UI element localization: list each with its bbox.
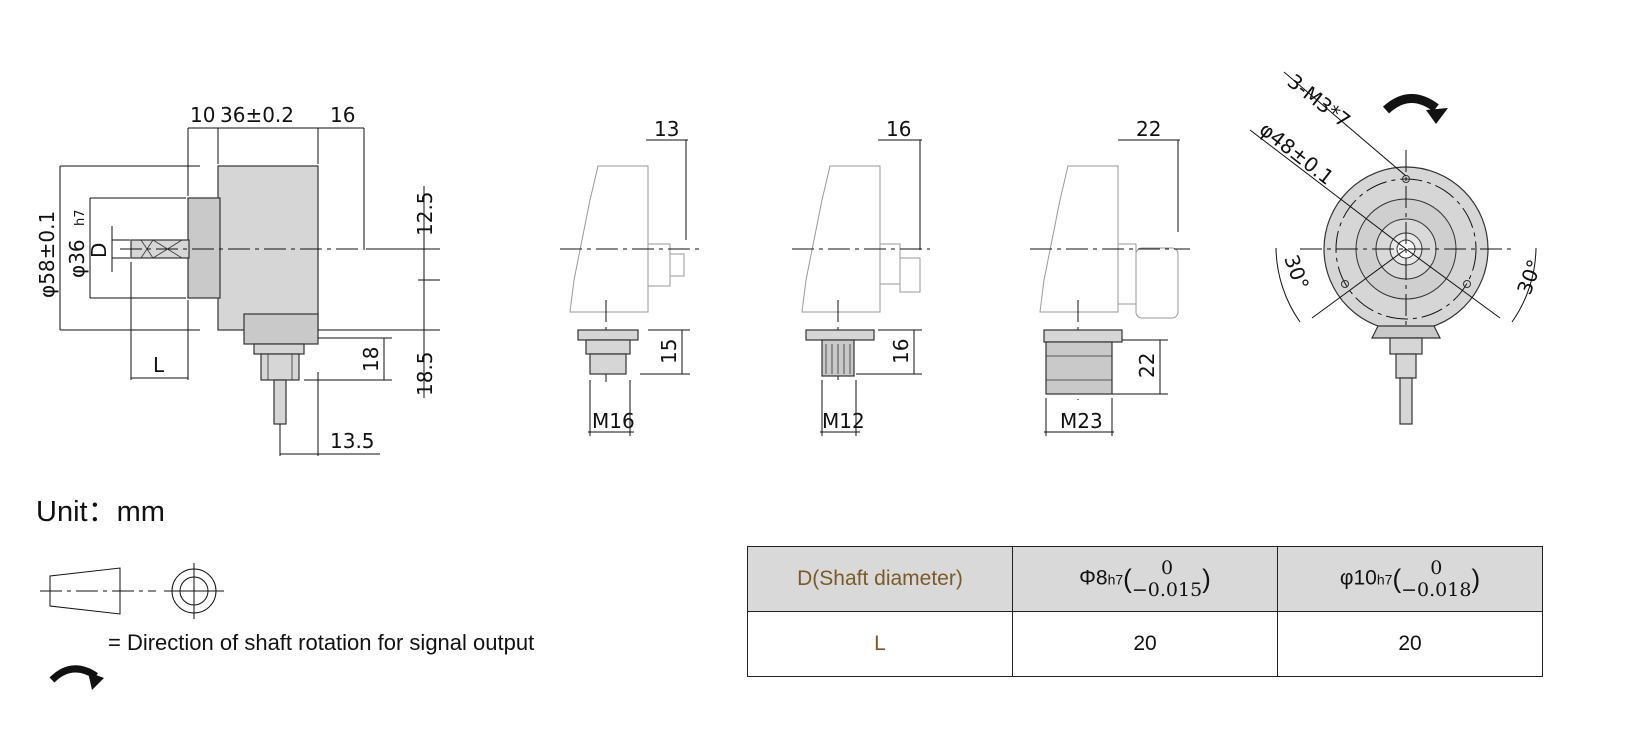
dim-36: 36±0.2 [220, 103, 294, 127]
m23-connector-body [1045, 341, 1113, 395]
row-label-cell: L [747, 611, 1013, 677]
front-holes-label: 3-M3*7 [1283, 69, 1355, 133]
dim-phi58: φ58±0.1 [35, 211, 59, 298]
row-col1-cell: 20 [1012, 611, 1278, 677]
dim-L: L [153, 353, 165, 377]
col1-base: Φ8 [1079, 566, 1108, 590]
m12-dim-side: 16 [889, 339, 913, 364]
encoder-housing [217, 165, 319, 331]
m16-connector-body [589, 353, 627, 375]
m23-dim-side: 22 [1135, 353, 1159, 378]
m12-dim-top: 16 [886, 117, 911, 141]
col1-upper: 0 [1160, 557, 1174, 579]
col1-fit: h7 [1107, 571, 1124, 588]
col2-base: φ10 [1339, 566, 1377, 590]
connector-m12-view: 16 16 M12 [792, 117, 930, 436]
connector-m16-view: 13 15 M16 [560, 117, 700, 436]
front-pcd-label: φ48±0.1 [1255, 117, 1339, 190]
m16-thread: M16 [592, 409, 635, 433]
table-header-row: D(Shaft diameter) Φ8h7(0−0.015) φ10h7(0−… [747, 546, 1543, 612]
table-row: L 20 20 [747, 611, 1543, 677]
row-col2-cell: 20 [1277, 611, 1543, 677]
connector-m23-view: 22 22 M23 [1030, 117, 1190, 436]
front-view: 3-M3*7 φ48±0.1 30° 30° [1249, 69, 1547, 425]
unit-label: Unit：mm [36, 496, 165, 528]
col2-upper: 0 [1430, 557, 1443, 579]
dim-18-5: 18.5 [413, 351, 437, 396]
dim-10: 10 [190, 103, 215, 127]
m23-thread: M23 [1060, 409, 1103, 433]
rotation-legend-text: = Direction of shaft rotation for signal… [108, 630, 535, 655]
dim-D: D [87, 243, 111, 258]
col2-lower: −0.018 [1401, 579, 1472, 601]
header-col2-cell: φ10h7(0−0.018) [1277, 546, 1543, 612]
dim-phi36-fit: h7 [73, 209, 88, 226]
side-view: 10 36±0.2 16 φ58±0.1 φ36 h7 D L 12.5 18 … [35, 103, 440, 456]
header-label: D(Shaft diameter) [797, 567, 963, 590]
angle-left-label: 30° [1279, 252, 1314, 294]
shaft-spec-table: D(Shaft diameter) Φ8h7(0−0.015) φ10h7(0−… [747, 546, 1543, 677]
m16-dim-top: 13 [654, 117, 679, 141]
cable-gland-block [243, 313, 319, 345]
legend-rotation-arrow-icon [49, 665, 104, 690]
header-col1-cell: Φ8h7(0−0.015) [1012, 546, 1278, 612]
cable [273, 379, 287, 425]
row-label: L [874, 632, 886, 655]
dim-13-5: 13.5 [330, 429, 375, 453]
dim-phi36: φ36 [65, 239, 89, 278]
header-label-cell: D(Shaft diameter) [747, 546, 1013, 612]
m16-dim-side: 15 [657, 339, 681, 364]
dim-16: 16 [330, 103, 355, 127]
col1-lower: −0.015 [1131, 579, 1203, 601]
col2-fit: h7 [1376, 571, 1393, 588]
dim-12-5: 12.5 [413, 191, 437, 236]
dim-18: 18 [359, 347, 383, 372]
encoder-flange [187, 197, 221, 299]
m12-thread: M12 [822, 409, 865, 433]
m23-dim-top: 22 [1136, 117, 1161, 141]
taper-shaft-symbol [40, 563, 224, 619]
rotation-arrow-icon [1382, 94, 1439, 114]
angle-right-label: 30° [1512, 256, 1547, 298]
